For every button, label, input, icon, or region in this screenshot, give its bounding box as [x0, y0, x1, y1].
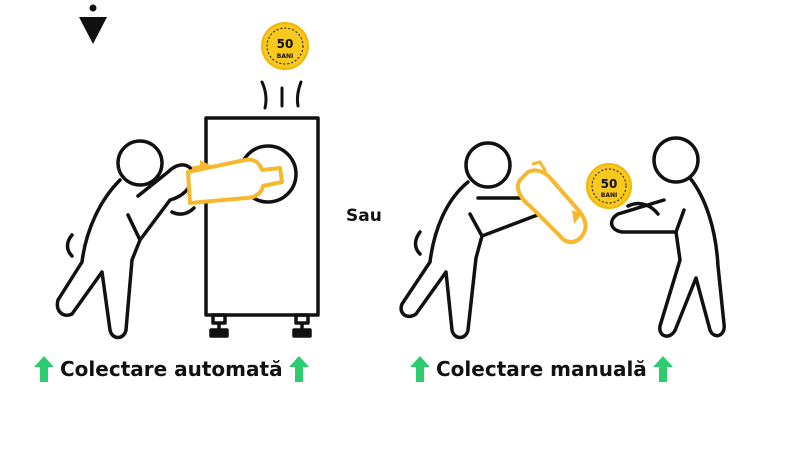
coin-value: 50	[601, 177, 618, 191]
caption-automatic: Colectare automată	[34, 352, 309, 386]
green-up-arrow-icon	[34, 356, 54, 382]
person-depositing	[55, 139, 196, 340]
bottle-icon	[515, 160, 588, 244]
coin-motion-lines	[260, 80, 303, 110]
separator-label: Sau	[346, 206, 382, 226]
coin-unit: BANI	[277, 53, 293, 60]
drop-down-arrow-icon	[79, 4, 107, 44]
green-up-arrow-icon	[652, 356, 673, 382]
caption-automatic-label: Colectare automată	[60, 357, 283, 381]
person-receiving-bottle	[609, 136, 726, 338]
coin-unit: BANI	[601, 192, 617, 199]
coin-value: 50	[277, 37, 294, 51]
coin-icon: 50 BANI	[261, 22, 309, 70]
reverse-vending-machine	[204, 116, 320, 338]
bottle-icon	[186, 157, 284, 205]
caption-manual-label: Colectare manuală	[436, 357, 647, 381]
caption-manual: Colectare manuală	[410, 352, 673, 386]
green-up-arrow-icon	[288, 356, 309, 382]
green-up-arrow-icon	[410, 356, 430, 382]
coin-icon: 50 BANI	[586, 163, 632, 209]
